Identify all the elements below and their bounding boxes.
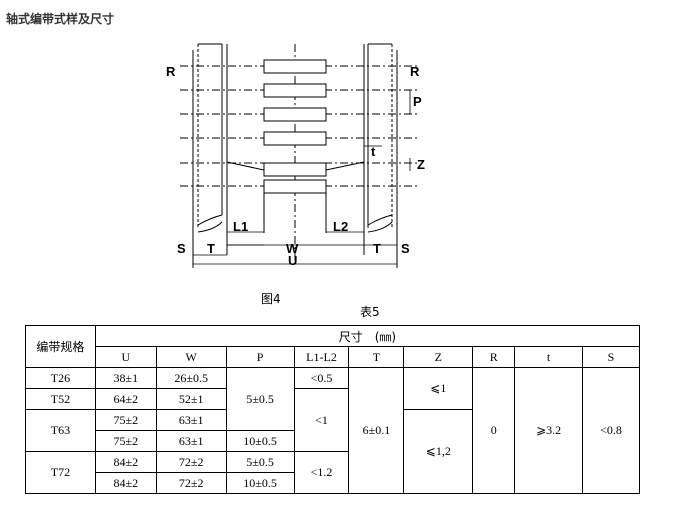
z-cell: ⩽1 bbox=[403, 367, 474, 410]
dim-label-s-left: S bbox=[177, 241, 186, 256]
dim-label-t-small: t bbox=[371, 144, 376, 159]
dim-label-t-right: T bbox=[373, 241, 381, 256]
dim-label-p: P bbox=[413, 94, 422, 109]
dim-label-r-left: R bbox=[166, 64, 176, 79]
u-cell: 64±2 bbox=[94, 388, 157, 410]
col-header: U bbox=[94, 346, 157, 368]
components bbox=[180, 59, 420, 233]
w-cell: 72±2 bbox=[155, 451, 227, 473]
u-cell: 84±2 bbox=[94, 451, 157, 473]
col-header: R bbox=[472, 346, 516, 368]
spec-cell: T72 bbox=[25, 451, 96, 494]
right-tape bbox=[363, 43, 398, 268]
col-header: Z bbox=[403, 346, 474, 368]
figure-caption: 图4 bbox=[261, 292, 281, 306]
u-cell: 38±1 bbox=[94, 367, 157, 389]
table-row: T52 64±2 52±1 <1 bbox=[25, 388, 640, 452]
p-cell: 10±0.5 bbox=[225, 430, 295, 452]
table-row: T63 75±2 63±1 ⩽1,2 bbox=[25, 409, 640, 494]
tape-diagram: R R P t Z L1 L2 S T W T S U bbox=[166, 43, 425, 268]
table-row: 84±2 72±2 10±0.5 bbox=[26, 472, 640, 494]
spec-cell: T52 bbox=[25, 388, 96, 410]
t-cell: 6±0.1 bbox=[348, 367, 405, 494]
w-cell: 26±0.5 bbox=[155, 367, 227, 389]
dim-label-l2: L2 bbox=[333, 219, 348, 234]
col-header: t bbox=[514, 346, 584, 368]
u-cell: 75±2 bbox=[94, 409, 157, 431]
l-cell: <0.5 bbox=[293, 367, 350, 389]
u-cell: 84±2 bbox=[94, 472, 157, 494]
col-header: L1-L2 bbox=[293, 346, 350, 368]
s-cell: <0.8 bbox=[582, 367, 640, 494]
spec-header: 编带规格 bbox=[25, 325, 96, 368]
col-header: W bbox=[155, 346, 227, 368]
spec-cell: T63 bbox=[25, 409, 96, 452]
r-cell: 0 bbox=[472, 367, 516, 494]
dim-label-r-right: R bbox=[410, 64, 420, 79]
table-caption: 表5 bbox=[360, 305, 380, 319]
col-header: S bbox=[582, 346, 640, 368]
dimension-table: 编带规格 尺寸 (㎜) U W P L1-L2 T Z R t S T26 38… bbox=[25, 325, 641, 494]
dim-label-u: U bbox=[288, 253, 297, 268]
w-cell: 63±1 bbox=[155, 430, 227, 452]
u-cell: 75±2 bbox=[94, 430, 157, 452]
table-row: T26 38±1 26±0.5 5±0.5 <0.5 6±0.1 ⩽1 0 ⩾3… bbox=[25, 367, 640, 494]
z-cell: ⩽1,2 bbox=[403, 409, 474, 494]
t-small-cell: ⩾3.2 bbox=[514, 367, 584, 494]
p-cell: 10±0.5 bbox=[225, 472, 295, 494]
w-cell: 72±2 bbox=[155, 472, 227, 494]
dim-label-s-right: S bbox=[401, 241, 410, 256]
l-cell: <1.2 bbox=[293, 451, 350, 494]
w-cell: 63±1 bbox=[155, 409, 227, 431]
w-cell: 52±1 bbox=[155, 388, 227, 410]
dim-label-z: Z bbox=[417, 157, 425, 172]
table-row: 75±2 63±1 10±0.5 bbox=[26, 430, 640, 452]
spec-cell: T26 bbox=[25, 367, 96, 389]
l-cell: <1 bbox=[293, 388, 350, 452]
col-header: T bbox=[348, 346, 405, 368]
dim-label-t-left: T bbox=[207, 241, 215, 256]
page-title: 轴式编带式样及尺寸 bbox=[6, 12, 115, 26]
p-cell: 5±0.5 bbox=[225, 451, 295, 473]
dimension-lines bbox=[193, 90, 411, 265]
dim-label-w: W bbox=[286, 241, 299, 256]
col-header: P bbox=[225, 346, 295, 368]
p-cell: 5±0.5 bbox=[225, 367, 295, 431]
left-tape bbox=[192, 43, 228, 268]
dim-header: 尺寸 (㎜) bbox=[94, 325, 641, 347]
dim-label-l1: L1 bbox=[233, 219, 248, 234]
